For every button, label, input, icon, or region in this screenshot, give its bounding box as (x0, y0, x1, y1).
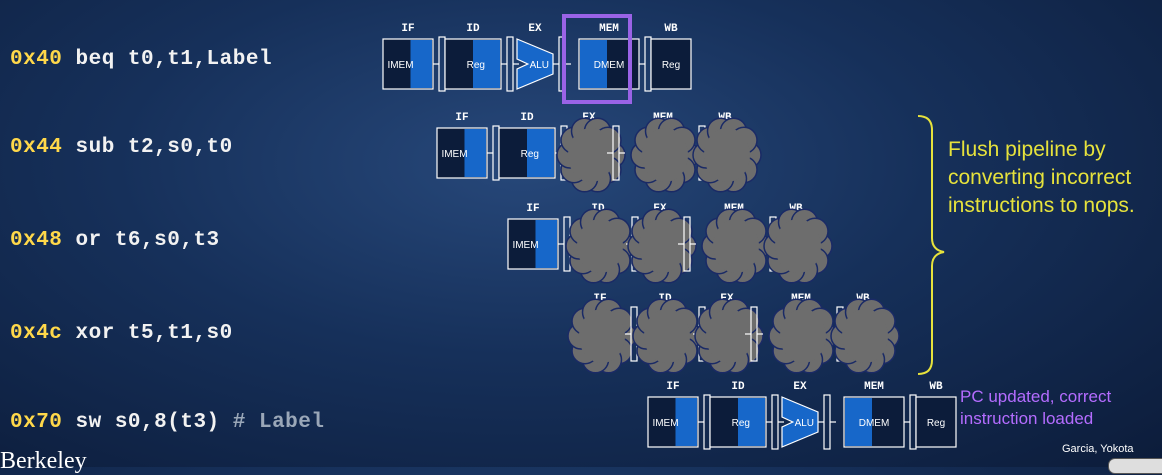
stage-label-id: ID (466, 23, 480, 35)
writeback-reg-block (915, 396, 957, 448)
imem-active-fill (535, 220, 557, 268)
reg-active-fill (738, 398, 765, 446)
stage-label-id: ID (731, 381, 745, 393)
stage-label-if: IF (526, 203, 539, 215)
nop-bubble (701, 208, 771, 284)
pipeline-register (644, 36, 652, 92)
pc-note: PC updated, correct instruction loaded (960, 387, 1112, 428)
instruction-address: 0x4c (10, 322, 63, 345)
stage-label-wb: WB (929, 381, 943, 393)
nop-bubble (630, 117, 700, 193)
pipeline-register (771, 394, 779, 450)
instruction-address: 0x40 (10, 48, 63, 71)
stage-label-ex: EX (528, 23, 542, 35)
imem-label: IMEM (512, 240, 538, 251)
stage-label-if: IF (666, 381, 679, 393)
imem-label: IMEM (652, 418, 678, 429)
stage-label-mem: MEM (599, 23, 619, 35)
instruction-text: sub t2,s0,t0 (62, 136, 233, 159)
reg-label: Reg (732, 418, 750, 429)
author-credit: Garcia, Yokota (1062, 443, 1134, 455)
stage-label-if: IF (455, 112, 468, 124)
reg-label: Reg (521, 149, 539, 160)
stage-label-id: ID (520, 112, 534, 124)
alu-label: ALU (530, 60, 549, 71)
instruction-row-sub: 0x44 sub t2,s0,t0 (10, 136, 233, 159)
instruction-address: 0x44 (10, 136, 63, 159)
nop-bubble (556, 117, 626, 193)
nop-bubble (768, 298, 838, 374)
flush-brace (917, 115, 945, 375)
stage-label-if: IF (401, 23, 414, 35)
imem-active-fill (410, 40, 432, 88)
nop-bubble (567, 298, 637, 374)
instruction-text: sw s0,8(t3) (62, 411, 220, 434)
nop-bubble (565, 208, 635, 284)
instruction-comment: # Label (219, 411, 325, 434)
instruction-address: 0x70 (10, 411, 63, 434)
nop-bubble (627, 208, 697, 284)
instruction-row-or: 0x48 or t6,s0,t3 (10, 229, 220, 252)
instruction-row-sw: 0x70 sw s0,8(t3) # Label (10, 411, 324, 434)
pipeline-register (506, 36, 514, 92)
pipeline-register (703, 394, 711, 450)
imem-active-fill (464, 129, 486, 177)
instruction-text: or t6,s0,t3 (62, 229, 220, 252)
dmem-label: DMEM (859, 418, 890, 429)
nop-bubble (763, 208, 833, 284)
instruction-address: 0x48 (10, 229, 63, 252)
writeback-reg-label: Reg (662, 60, 680, 71)
dmem-active-fill (845, 398, 872, 446)
reg-active-fill (527, 129, 554, 177)
writeback-reg-block (650, 38, 692, 90)
instruction-row-xor: 0x4c xor t5,t1,s0 (10, 322, 233, 345)
alu-label: ALU (795, 418, 814, 429)
instruction-text: xor t5,t1,s0 (62, 322, 233, 345)
imem-label: IMEM (387, 60, 413, 71)
writeback-reg-label: Reg (927, 418, 945, 429)
reg-label: Reg (467, 60, 485, 71)
imem-label: IMEM (441, 149, 467, 160)
pipeline-register (438, 36, 446, 92)
dmem-active-fill (580, 40, 607, 88)
creative-commons-badge (1108, 458, 1162, 474)
nop-bubble (830, 298, 900, 374)
stage-label-wb: WB (664, 23, 678, 35)
stage-label-ex: EX (793, 381, 807, 393)
alu-block (516, 38, 554, 90)
reg-active-fill (473, 40, 500, 88)
pipeline-register (909, 394, 917, 450)
imem-active-fill (675, 398, 697, 446)
nop-bubble (694, 298, 764, 374)
pipeline-register (823, 394, 831, 450)
nop-bubble (632, 298, 702, 374)
berkeley-logo: Berkeley (0, 448, 87, 474)
dmem-label: DMEM (594, 60, 625, 71)
pipeline-register (492, 125, 500, 181)
nop-bubble (692, 117, 762, 193)
mem-stage-highlight (562, 14, 632, 104)
instruction-text: beq t0,t1,Label (62, 48, 273, 71)
instruction-row-beq: 0x40 beq t0,t1,Label (10, 48, 272, 71)
alu-block (781, 396, 819, 448)
stage-label-mem: MEM (864, 381, 884, 393)
flush-note: Flush pipeline by converting incorrect i… (948, 138, 1135, 217)
